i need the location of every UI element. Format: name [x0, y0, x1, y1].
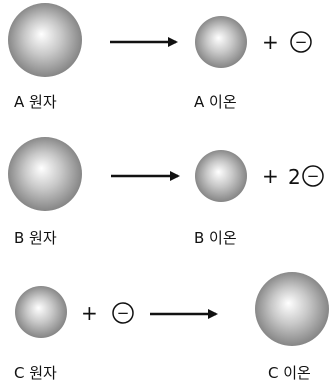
a-electron: − — [290, 31, 312, 53]
b-electron-coefficient: 2 — [288, 165, 301, 189]
b-electron-icon — [302, 165, 324, 187]
b-plus-sign: + — [262, 164, 279, 188]
b-ion-label: B 이온 — [194, 229, 237, 247]
b-electron-symbol: − — [307, 167, 320, 185]
b-atom-label: B 원자 — [14, 229, 57, 247]
c-electron-symbol: − — [117, 304, 130, 322]
c-ion-sphere — [255, 272, 329, 346]
a-ion-sphere — [195, 16, 247, 68]
a-atom-label: A 원자 — [14, 93, 57, 111]
row-a: + − A 원자 A 이온 — [8, 3, 312, 111]
a-electron-symbol: − — [295, 33, 308, 51]
c-atom-label: C 원자 — [14, 364, 57, 382]
a-atom-sphere — [8, 3, 82, 77]
b-electron: − — [302, 165, 324, 187]
row-b: + 2 − B 원자 B 이온 — [8, 137, 324, 247]
c-plus-sign: + — [81, 301, 98, 325]
a-ion-label: A 이온 — [194, 93, 237, 111]
b-atom-sphere — [8, 137, 82, 211]
b-ion-sphere — [195, 150, 247, 202]
c-atom-sphere — [15, 286, 67, 338]
c-ion-label: C 이온 — [268, 364, 311, 382]
c-electron-icon — [112, 302, 134, 324]
a-electron-icon — [290, 31, 312, 53]
c-electron: − — [112, 302, 134, 324]
row-c: + − C 원자 C 이온 — [14, 272, 329, 382]
a-plus-sign: + — [262, 30, 279, 54]
